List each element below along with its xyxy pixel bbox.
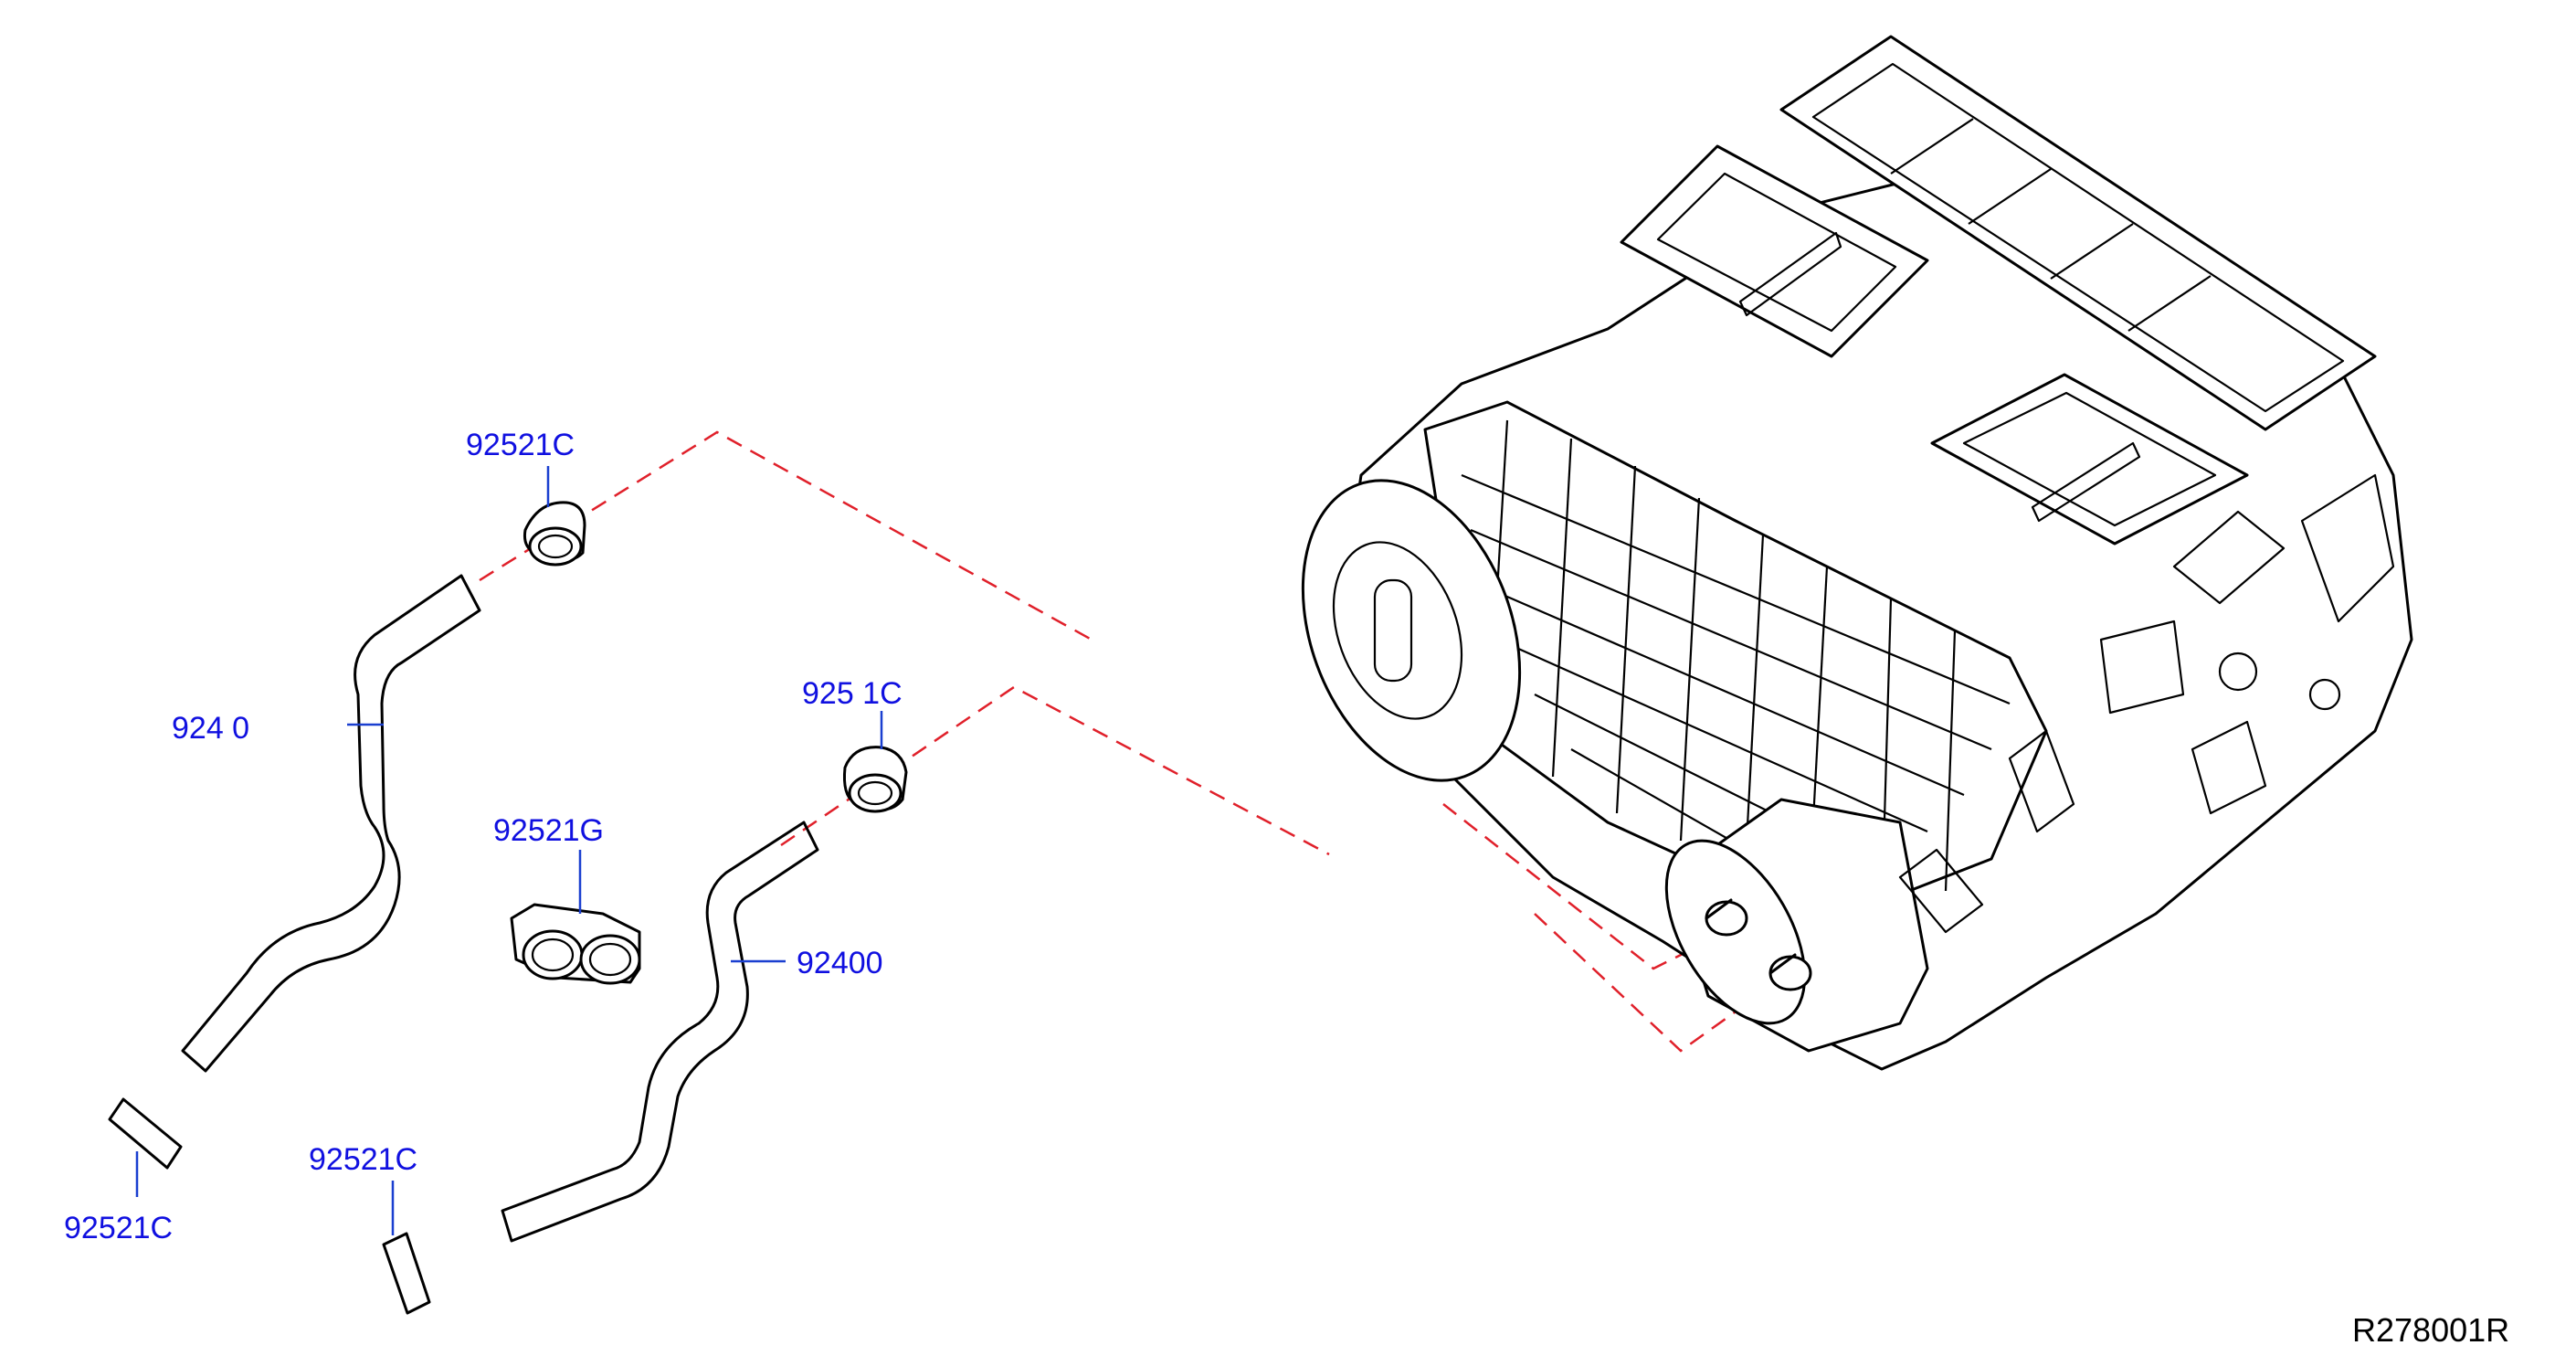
label-clamp-bottom-left: 92521C: [64, 1211, 173, 1245]
clamp-mid: [843, 746, 908, 813]
label-clamp-top: 92521C: [466, 428, 575, 462]
clamp-bottom-left: [108, 1097, 183, 1170]
top-duct-frame-rear: [1779, 35, 2377, 431]
label-grommet: 92521G: [493, 813, 604, 848]
heater-unit-assembly: [1301, 35, 2413, 1071]
top-duct-grid-rear: [1890, 118, 2212, 332]
grommet-92521g: [510, 903, 641, 985]
heater-core-pipes: [1705, 898, 1812, 991]
leader-lines: [135, 466, 883, 1235]
label-clamp-mid: 925 1C: [802, 676, 903, 711]
dashed-line-upper-to-core: [1442, 803, 1718, 970]
hose-right: [501, 821, 819, 1243]
label-hose-right: 92400: [797, 946, 883, 980]
clamp-top: [523, 501, 586, 567]
part-labels: 92521C 924 0 925 1C 92521G 92400 92521C …: [64, 428, 2509, 1349]
housing-detail-shapes: [1898, 473, 2395, 934]
label-hose-left: 924 0: [172, 711, 249, 746]
hose-right-assembly: [501, 821, 819, 1243]
label-clamp-bottom-mid: 92521C: [309, 1142, 417, 1177]
clamp-bottom-mid: [382, 1232, 431, 1315]
reference-code: R278001R: [2352, 1311, 2509, 1349]
hose-left-assembly: [181, 574, 481, 1073]
hose-left: [181, 574, 481, 1073]
housing-grid-panel: [1423, 400, 2048, 925]
